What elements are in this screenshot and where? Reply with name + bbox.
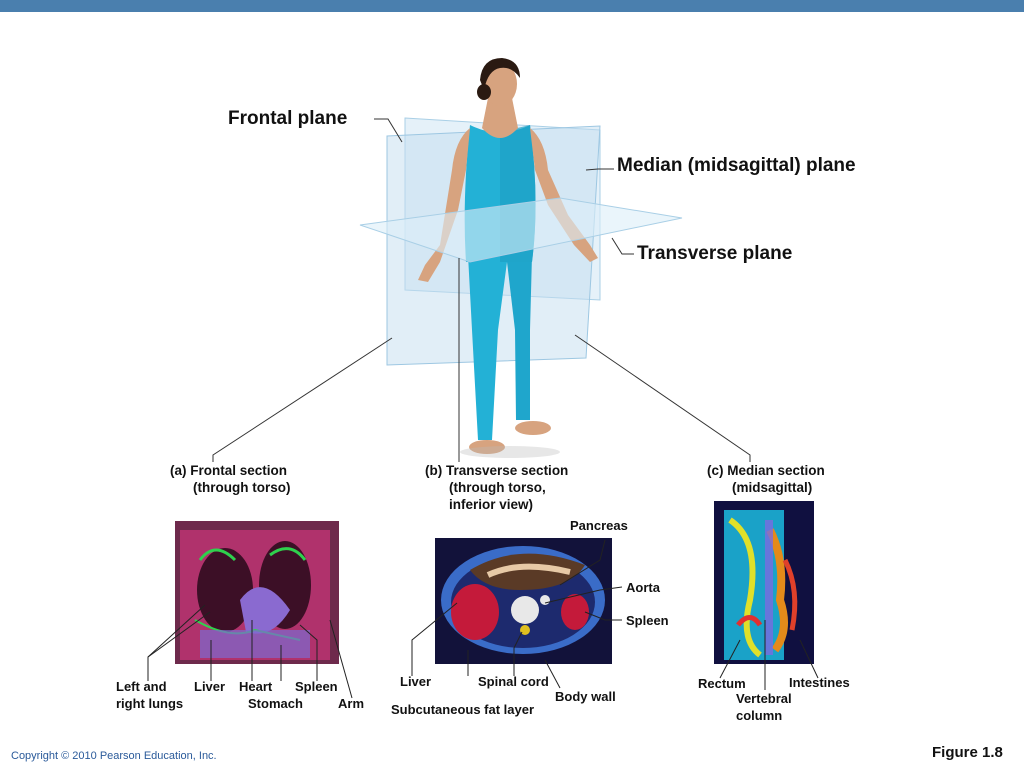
copyright-text: Copyright © 2010 Pearson Education, Inc. [11,750,217,762]
plane-leader-lines [212,118,751,462]
arm-label: Arm [338,696,365,711]
frontal-liver-label: Liver [194,679,226,694]
section-leader-lines [147,539,819,699]
frontal-section-scan [175,521,339,664]
median-plane-label: Median (midsagittal) plane [617,155,856,176]
frontal-spleen-label: Spleen [295,679,338,694]
frontal-section-subtitle: (through torso) [193,480,291,495]
transverse-section-subtitle-1: (through torso, [449,480,546,495]
top-banner-bar [0,0,1024,12]
median-section-scan [714,501,814,664]
frontal-section-title: (a) Frontal section [170,463,288,478]
fat-layer-label: Subcutaneous fat layer [391,702,535,717]
figure-number: Figure 1.8 [932,744,1003,761]
median-section-subtitle: (midsagittal) [732,480,813,495]
rectum-label: Rectum [698,676,746,691]
lungs-label-1: Left and [116,679,167,694]
transverse-plane-label: Transverse plane [637,243,793,264]
transverse-spleen-label: Spleen [626,613,669,628]
stomach-label: Stomach [248,696,303,711]
median-section-title: (c) Median section [707,463,825,478]
vertebral-label-2: column [736,708,783,723]
intestines-label: Intestines [789,675,850,690]
transverse-section-title: (b) Transverse section [425,463,569,478]
pancreas-label: Pancreas [570,518,628,533]
lungs-label-2: right lungs [116,696,184,711]
heart-label: Heart [239,679,273,694]
vertebral-label-1: Vertebral [736,691,792,706]
frontal-plane-label: Frontal plane [228,108,348,129]
aorta-label: Aorta [626,580,660,595]
spinal-cord-label: Spinal cord [478,674,549,689]
transverse-plane-shape [359,197,683,263]
transverse-section-scan [435,538,612,664]
transverse-section-subtitle-2: inferior view) [449,497,534,512]
transverse-liver-label: Liver [400,674,432,689]
body-wall-label: Body wall [555,689,616,704]
